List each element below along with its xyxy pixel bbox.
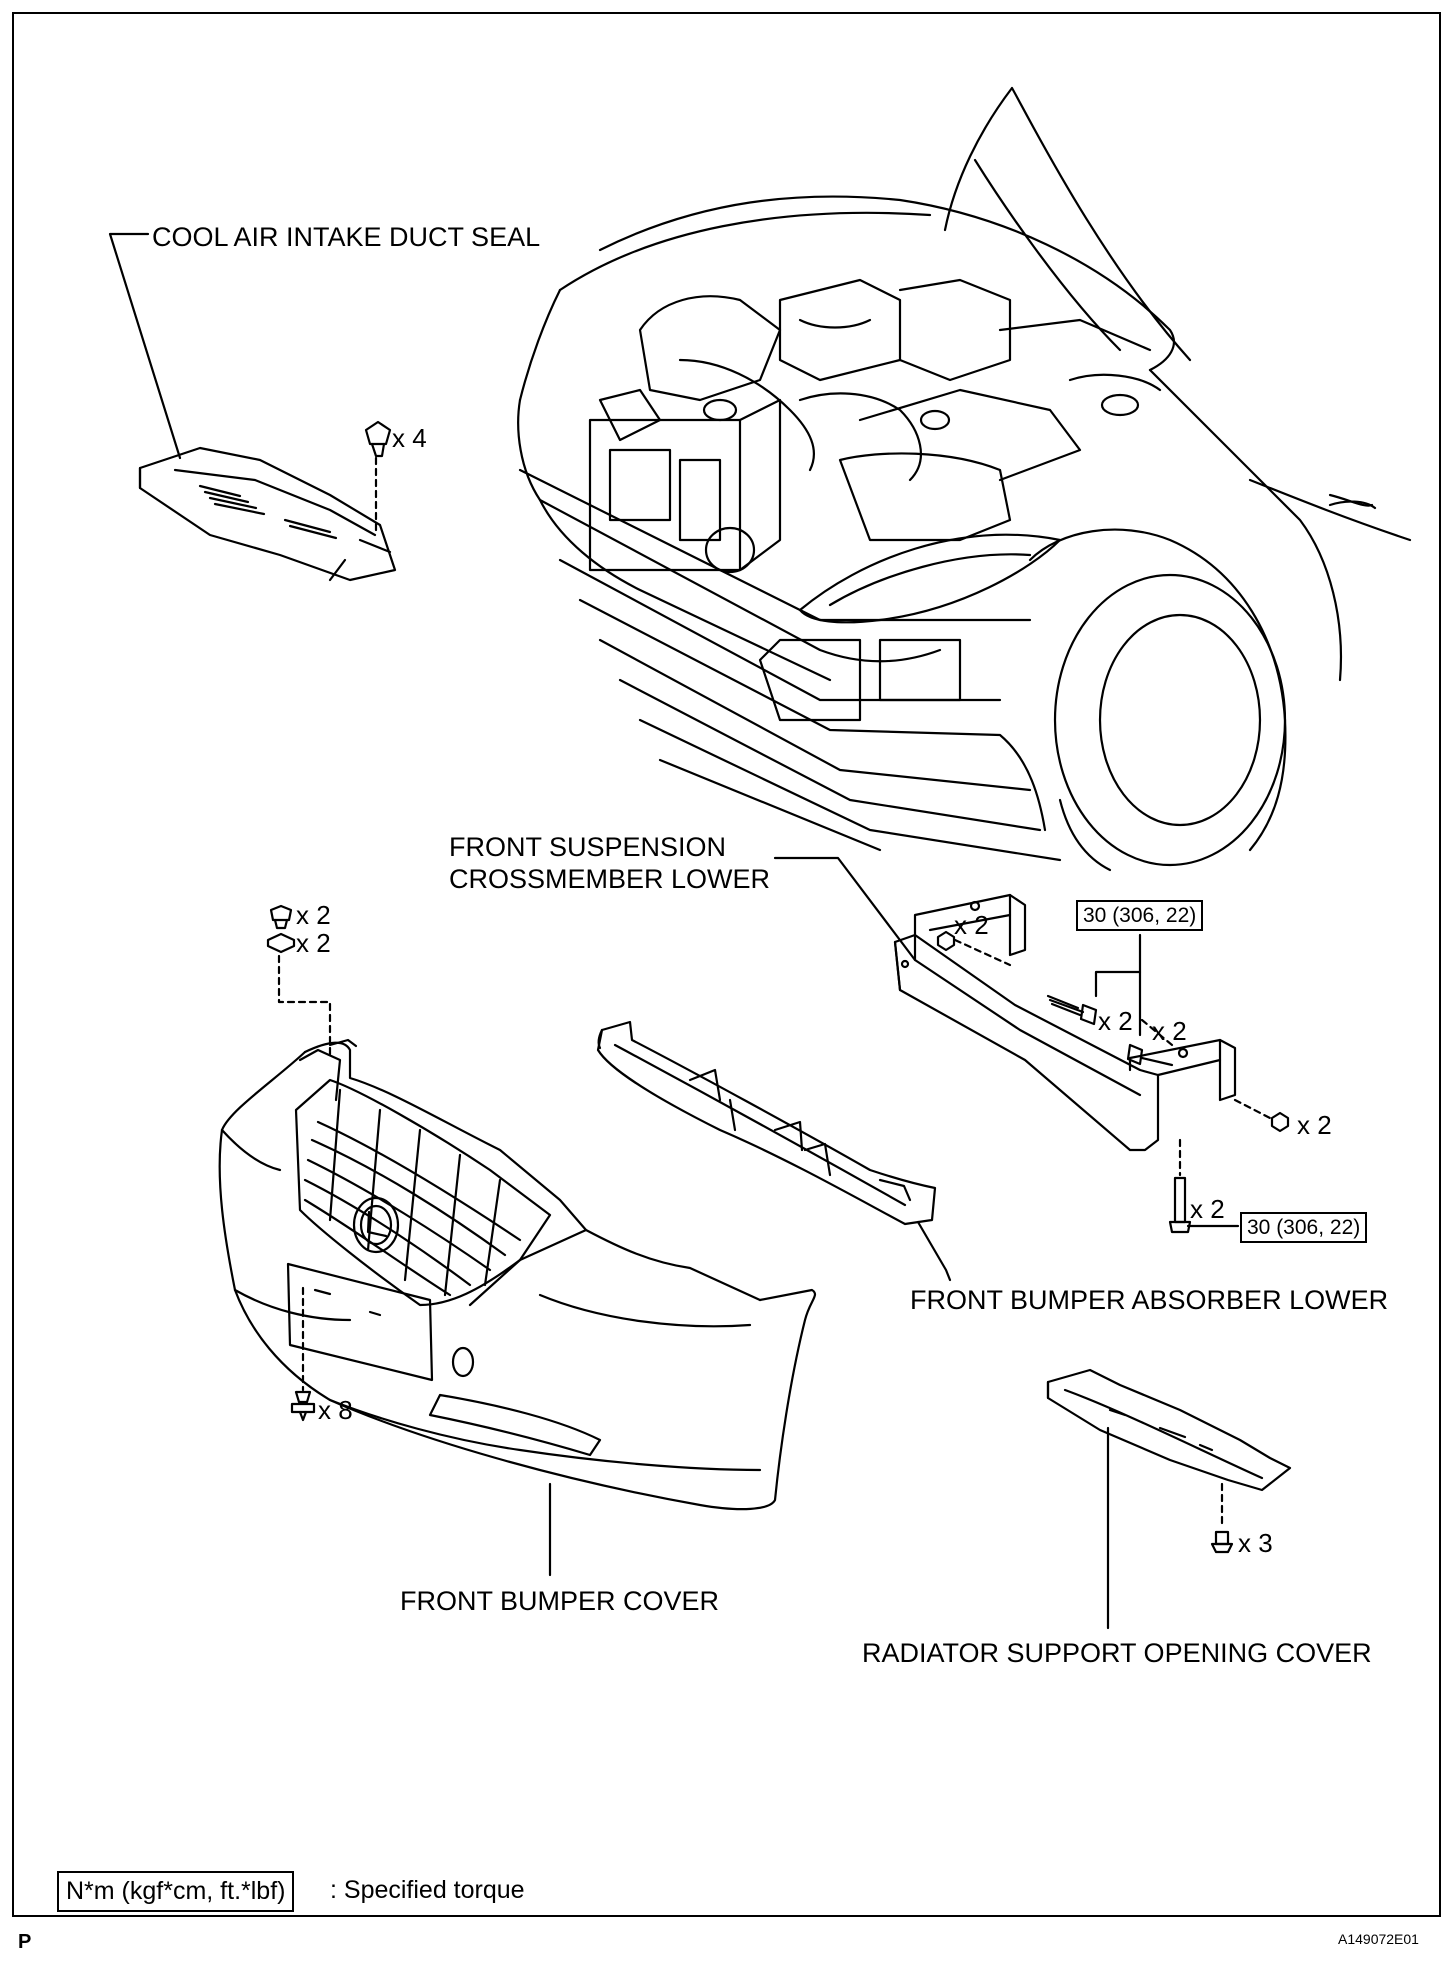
crossmember-nut-left-dash [953,938,1012,967]
label-cool-air-intake-duct-seal: COOL AIR INTAKE DUCT SEAL [152,222,541,252]
crossmember-bolt-lower-icon [1168,1176,1192,1234]
crossmember-leader [773,856,917,962]
intake-seal-clip-icon [364,420,392,458]
cool-air-intake-duct-seal-part [138,446,397,582]
crossmember-bolt-a-icon [1046,994,1098,1026]
front-bumper-absorber-lower-part [596,1020,937,1226]
label-radiator-support-opening-cover: RADIATOR SUPPORT OPENING COVER [862,1638,1372,1668]
crossmember-bolt-b-icon [1126,1043,1174,1067]
bumper-top-nut-icon [266,932,296,954]
qty-crossmember-nut-right: x 2 [1297,1110,1332,1140]
torque-box-lower: 30 (306, 22) [1240,1212,1368,1243]
vehicle-front-outline [517,86,1412,872]
qty-bumper-top-clips: x 2 [296,900,331,930]
bumper-top-clip-dash [277,954,332,1058]
crossmember-nut-right-icon [1270,1111,1290,1133]
label-front-bumper-cover: FRONT BUMPER COVER [400,1586,720,1616]
torque-box-upper: 30 (306, 22) [1076,900,1204,931]
torque-legend-description: : Specified torque [330,1876,525,1904]
crossmember-bolt-b-dash [1140,1018,1174,1047]
absorber-leader [916,1220,952,1282]
qty-bumper-bottom-screws: x 8 [318,1395,353,1425]
torque-unit-legend-box: N*m (kgf*cm, ft.*lbf) [57,1871,295,1912]
intake-seal-leader [108,232,182,460]
bumper-top-clip-icon [269,904,293,930]
qty-crossmember-nut-left: x 2 [954,910,989,940]
page-marker: P [18,1931,32,1953]
qty-bumper-top-nuts: x 2 [296,928,331,958]
crossmember-nut-right-dash [1233,1098,1272,1120]
label-front-suspension-crossmember-line1: FRONT SUSPENSION [449,832,727,862]
radiator-support-opening-cover-part [1046,1368,1292,1492]
qty-radiator-cover-clips: x 3 [1238,1528,1273,1558]
qty-intake-seal-clips: x 4 [392,423,427,453]
front-suspension-crossmember-lower-part [893,893,1237,1152]
torque-upper-bracket [1094,970,1142,1037]
figure-id: A149072E01 [1338,1931,1419,1947]
radiator-cover-clip-icon [1210,1530,1234,1554]
qty-crossmember-bolt-lower: x 2 [1190,1194,1225,1224]
crossmember-nut-left-icon [936,930,956,952]
front-bumper-cover-part [218,1038,817,1511]
label-front-bumper-absorber-lower: FRONT BUMPER ABSORBER LOWER [910,1285,1389,1315]
qty-crossmember-bolt-a: x 2 [1098,1006,1133,1036]
bumper-bottom-screw-icon [290,1390,316,1422]
qty-crossmember-bolt-b: x 2 [1152,1016,1187,1046]
diagram-frame [12,12,1441,1917]
label-front-suspension-crossmember-line2: CROSSMEMBER LOWER [449,864,771,894]
